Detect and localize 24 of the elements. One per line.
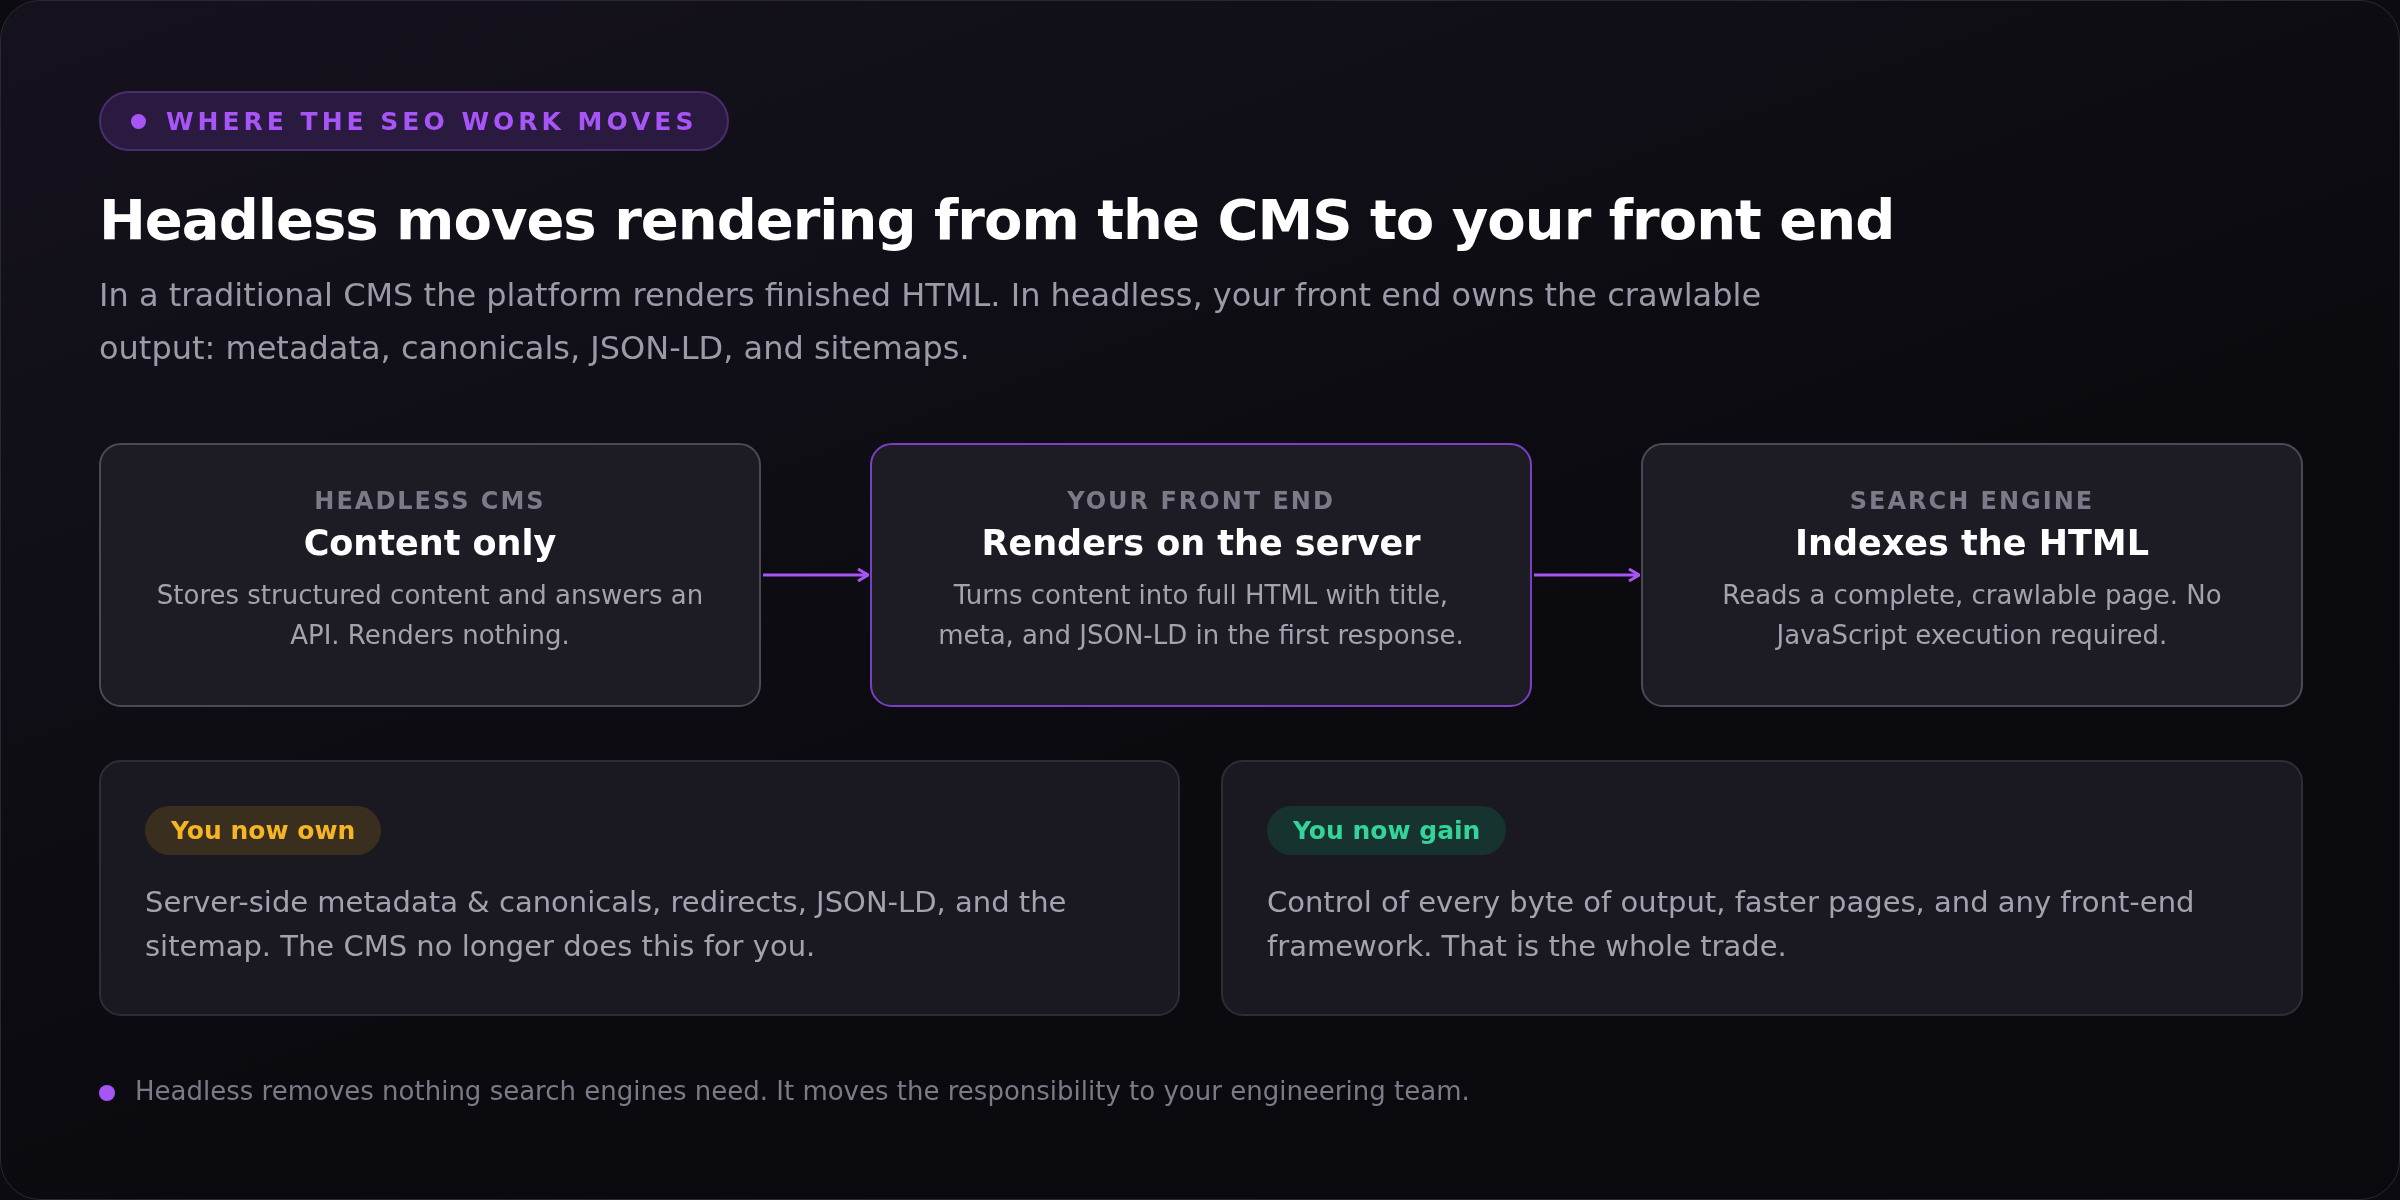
card-text: Server-side metadata & canonicals, redirects, JSON-LD, and the sitemap. The CMS no longer does this for you. xyxy=(145,884,1068,965)
card-text: Reads a complete, crawlable page. No JavaScript execution required. xyxy=(1721,579,2223,652)
card-kicker: SEARCH ENGINE xyxy=(1848,487,2096,515)
card-kicker: YOUR FRONT END xyxy=(1066,487,1336,515)
tag-pill: You now gain xyxy=(1267,806,1507,855)
info-card xyxy=(1221,760,2303,1016)
page-title: Headless moves rendering from the CMS to your front end xyxy=(99,187,1895,252)
card-text: Turns content into full HTML with title, meta, and JSON-LD in the first response. xyxy=(937,579,1465,652)
arrow xyxy=(1534,567,1641,583)
card-kicker: HEADLESS CMS xyxy=(313,487,547,515)
card-text: Stores structured content and answers an API. Renders nothing. xyxy=(155,579,705,652)
card-heading: Content only xyxy=(302,523,558,563)
subtitle-text: In a traditional CMS the platform renders finished HTML. In headless, your front end owns the crawlable output: metadata, canonicals, JSON-LD, and sitemaps. xyxy=(99,275,1763,369)
card-heading: Renders on the server xyxy=(980,523,1422,563)
arrow xyxy=(763,567,870,583)
tag-pill: You now own xyxy=(145,806,382,855)
info-card xyxy=(99,760,1180,1016)
process-card xyxy=(99,443,761,707)
card-heading: Indexes the HTML xyxy=(1794,523,2150,563)
process-card xyxy=(870,443,1532,707)
footnote-text: Headless removes nothing search engines need. It moves the responsibility to your engineering team. xyxy=(135,1076,1470,1106)
card-text: Control of every byte of output, faster pages, and any front-end framework. That is the whole trade. xyxy=(1267,884,2196,965)
process-card xyxy=(1641,443,2303,707)
tag-text: WHERE THE SEO WORK MOVES xyxy=(166,106,698,136)
